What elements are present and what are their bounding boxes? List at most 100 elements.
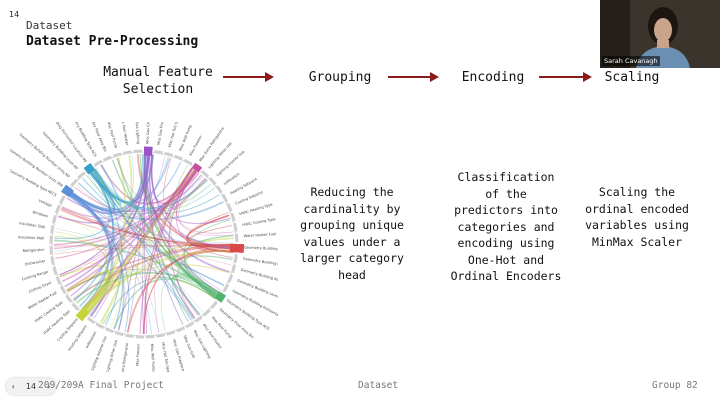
step-manual-feature-selection: Manual Feature Selection bbox=[103, 65, 213, 97]
chord-arcs bbox=[49, 146, 244, 339]
chord-arc bbox=[104, 327, 114, 334]
chord-ribbon bbox=[82, 171, 116, 210]
chord-arc bbox=[176, 326, 186, 333]
footer-section: Dataset bbox=[358, 380, 399, 391]
chord-ribbon bbox=[136, 154, 234, 249]
chord-ribbon bbox=[151, 154, 234, 248]
chord-ribbon bbox=[83, 280, 120, 324]
chord-arc bbox=[114, 331, 124, 337]
chord-ribbon bbox=[92, 169, 123, 326]
arrow-right-icon bbox=[388, 72, 439, 82]
chord-ribbon bbox=[60, 208, 235, 246]
chord-label: HVAC Heating Type bbox=[239, 202, 274, 216]
chord-label: Vintage bbox=[38, 199, 53, 208]
chord-arc bbox=[202, 308, 211, 317]
chord-ribbon bbox=[69, 161, 182, 213]
chord-ribbon bbox=[69, 154, 150, 211]
chord-ribbon bbox=[69, 192, 225, 286]
chord-arc bbox=[70, 178, 78, 187]
chord-arc bbox=[54, 204, 61, 214]
chord-ribbon bbox=[111, 159, 217, 299]
chord-ribbon bbox=[144, 153, 230, 273]
video-thumbnail[interactable]: Sarah Cavanagh bbox=[600, 0, 720, 68]
chord-label: Refrigerator bbox=[23, 248, 45, 253]
chord-arc bbox=[51, 214, 57, 224]
chord-ribbon bbox=[84, 264, 230, 312]
slide-title: Dataset Pre-Processing bbox=[26, 34, 199, 49]
chord-ribbon bbox=[67, 195, 112, 316]
chord-ribbon bbox=[93, 164, 122, 206]
chord-arc bbox=[191, 162, 203, 173]
footer-group: Group 82 bbox=[652, 380, 698, 391]
chord-arc bbox=[50, 256, 55, 266]
chord-ribbon bbox=[58, 215, 234, 249]
chord-arc bbox=[86, 316, 96, 325]
chord-ribbon bbox=[54, 171, 111, 240]
chord-ribbon bbox=[143, 169, 196, 335]
chord-ribbon bbox=[67, 243, 235, 292]
chord-ribbon bbox=[54, 235, 108, 309]
chord-ribbon bbox=[84, 167, 192, 313]
chord-ribbon bbox=[70, 190, 224, 286]
chord-ribbon bbox=[118, 154, 151, 331]
chord-ribbon bbox=[94, 168, 215, 212]
chord-ribbon bbox=[55, 228, 220, 294]
chord-ribbon bbox=[61, 206, 234, 250]
chord-arc bbox=[166, 330, 176, 336]
chord-ribbon bbox=[89, 167, 194, 317]
chord-ribbon bbox=[143, 153, 148, 334]
chord-label: Misc Gas Lighting bbox=[134, 122, 140, 144]
arrow-right-icon bbox=[223, 72, 274, 82]
chord-ribbon bbox=[143, 246, 234, 335]
chord-arc bbox=[227, 274, 234, 284]
chord-arc bbox=[61, 184, 75, 198]
chord-ribbon bbox=[89, 154, 155, 204]
chord-ribbon bbox=[78, 170, 115, 308]
slide-navigation[interactable]: ‹ 14 › bbox=[6, 378, 56, 395]
chevron-right-icon[interactable]: › bbox=[47, 382, 51, 391]
scaling-description: Scaling the ordinal encoded variables us… bbox=[585, 185, 689, 249]
chord-ribbon bbox=[69, 192, 114, 318]
chord-ribbon bbox=[175, 170, 234, 259]
chord-label: Infiltration bbox=[85, 331, 97, 349]
chord-arc bbox=[50, 225, 55, 234]
chord-ribbon bbox=[113, 278, 216, 330]
chord-label: Clothes Dryer bbox=[28, 280, 53, 294]
chord-ribbon bbox=[188, 245, 234, 266]
chord-ribbon bbox=[61, 170, 198, 283]
chord-ribbon bbox=[86, 250, 234, 315]
chord-arc bbox=[95, 322, 105, 330]
chord-ribbon bbox=[67, 271, 111, 312]
chord-ribbon bbox=[77, 168, 116, 210]
chord-ribbon bbox=[69, 192, 160, 333]
chord-label: Misc Freezer bbox=[136, 343, 141, 366]
chord-ribbon bbox=[69, 192, 130, 333]
chord-ribbon bbox=[150, 154, 231, 225]
chord-ribbon bbox=[186, 214, 234, 253]
chord-ribbon bbox=[82, 251, 234, 311]
chevron-left-icon[interactable]: ‹ bbox=[11, 382, 15, 391]
chord-ribbon bbox=[172, 274, 220, 323]
chord-ribbon bbox=[100, 164, 196, 205]
chord-ribbon bbox=[54, 239, 219, 296]
chord-arc bbox=[154, 150, 163, 155]
chord-ribbon bbox=[190, 243, 235, 247]
chord-ribbon bbox=[177, 249, 234, 319]
chord-ribbon bbox=[73, 169, 114, 302]
chord-arc bbox=[102, 155, 112, 162]
chord-arc bbox=[156, 333, 166, 338]
chord-label: Misc Gas Grill bbox=[145, 122, 150, 144]
chord-ribbon bbox=[88, 157, 169, 204]
chord-arc bbox=[75, 306, 90, 322]
chord-label: Misc Well Pump bbox=[178, 123, 192, 151]
chord-label: Infiltration bbox=[223, 172, 240, 186]
chord-ribbon bbox=[66, 169, 197, 291]
chord-label: HVAC Cooling Type bbox=[242, 217, 277, 227]
chord-arc bbox=[234, 233, 239, 242]
chord-ribbon bbox=[68, 157, 171, 213]
chord-ribbon bbox=[64, 154, 150, 288]
chord-ribbon bbox=[57, 263, 109, 314]
chord-arc bbox=[230, 212, 236, 222]
chord-arc bbox=[93, 159, 103, 167]
chord-label: Dishwasher bbox=[25, 259, 47, 267]
